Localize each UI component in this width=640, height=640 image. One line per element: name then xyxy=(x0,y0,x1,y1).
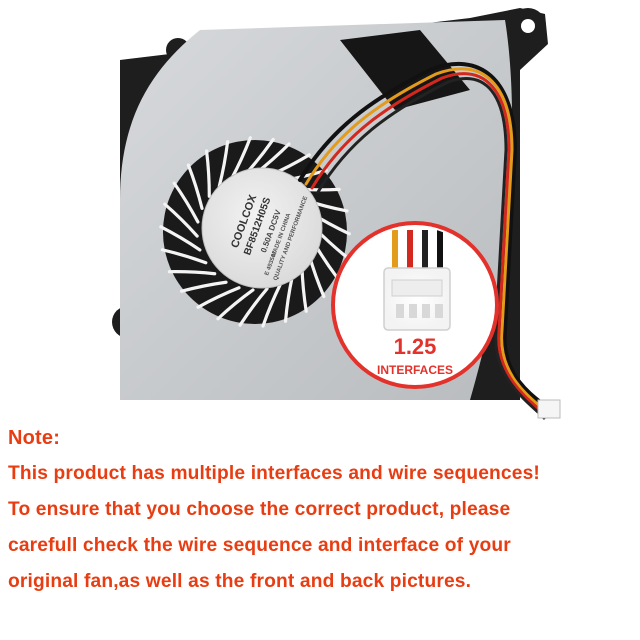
note-line: original fan,as well as the front and ba… xyxy=(8,571,472,592)
connector-size-label: 1.25 xyxy=(394,334,437,359)
fan-wires xyxy=(298,61,552,420)
note-line: To ensure that you choose the correct pr… xyxy=(8,499,511,520)
mounting-hole-top-right xyxy=(521,19,535,33)
note-heading: Note: xyxy=(8,427,61,449)
fan-hub xyxy=(201,167,323,289)
connector-callout: 1.25 INTERFACES xyxy=(331,221,499,389)
note-line: This product has multiple interfaces and… xyxy=(8,463,540,484)
laptop-fan-illustration: COOLCOX BF8512H05S 0.50A DC5V MADE IN CH… xyxy=(112,8,561,420)
connector-interfaces-label: INTERFACES xyxy=(377,363,453,377)
wire-end-connector xyxy=(537,399,561,419)
wire-tape xyxy=(340,30,470,110)
note-section: Note: This product has multiple interfac… xyxy=(8,426,634,600)
connector-closeup xyxy=(383,267,451,331)
note-line: carefull check the wire sequence and int… xyxy=(8,535,511,556)
laptop-fan-photo: COOLCOX BF8512H05S 0.50A DC5V MADE IN CH… xyxy=(112,8,561,420)
